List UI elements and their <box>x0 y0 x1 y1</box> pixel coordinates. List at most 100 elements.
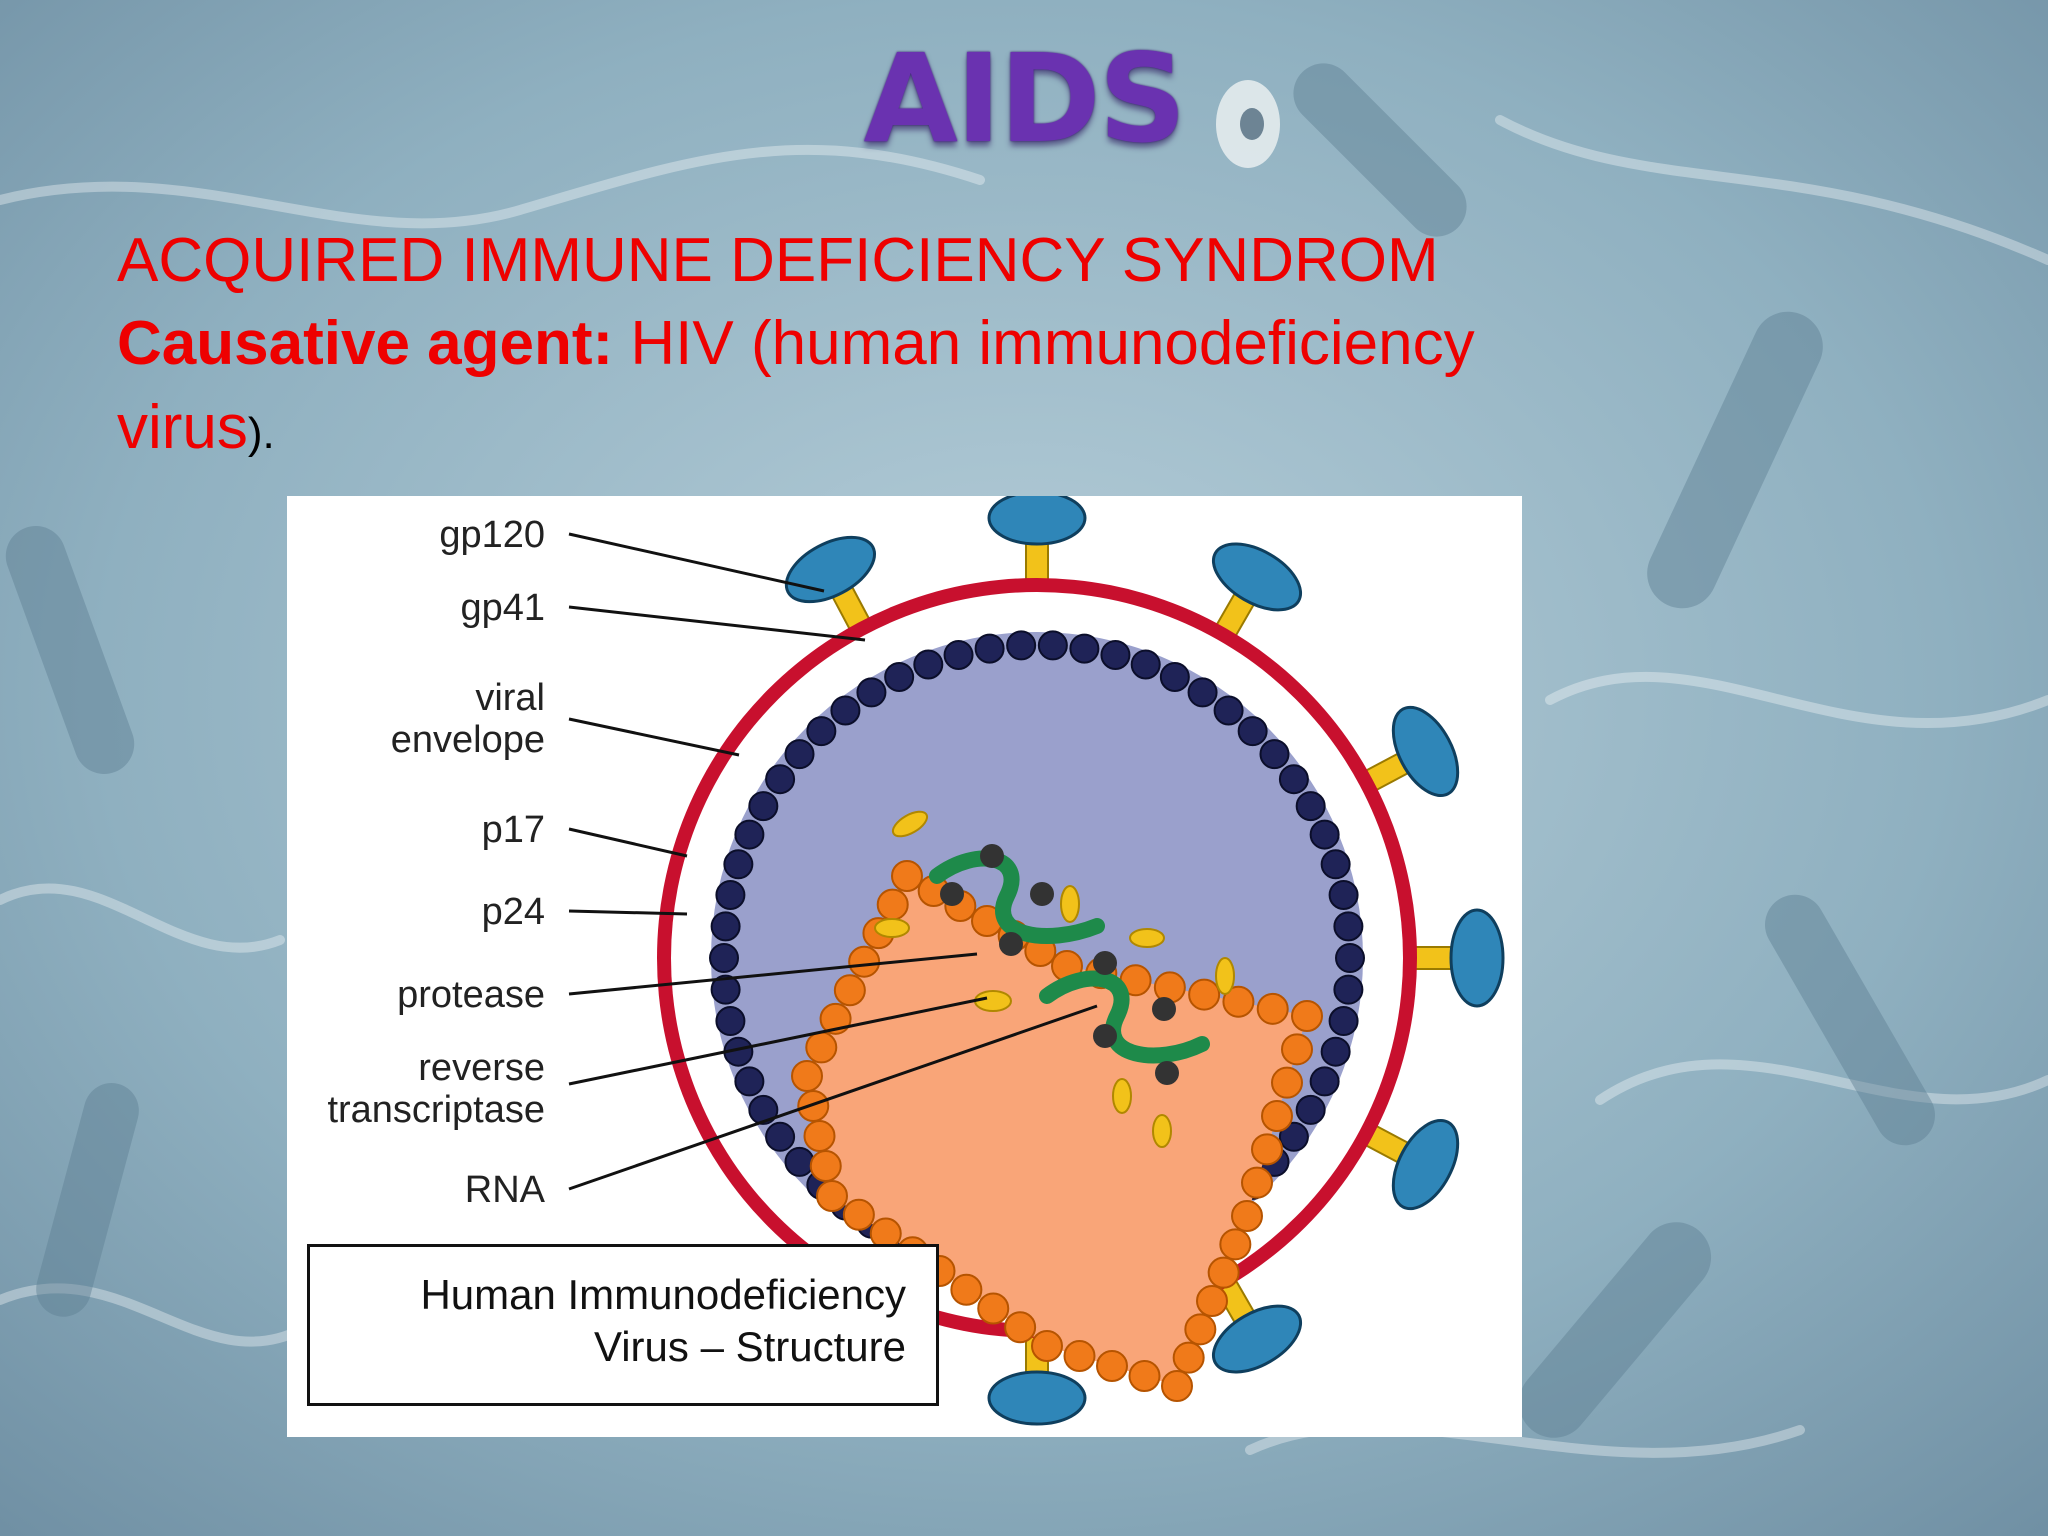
p17-bead <box>806 716 837 747</box>
causative-agent-label: Causative agent: <box>117 309 614 378</box>
protease-dot <box>1152 997 1176 1021</box>
p17-bead <box>765 1121 796 1152</box>
enzyme <box>891 810 929 838</box>
p24-bead <box>1153 971 1186 1004</box>
p24-bead <box>977 1292 1010 1325</box>
p17-bead <box>709 943 739 973</box>
protease-dot <box>1093 951 1117 975</box>
label-envelope: envelope <box>391 719 545 761</box>
p17-bead <box>784 1146 815 1177</box>
p17-bead <box>748 791 779 822</box>
p17-bead <box>1309 1066 1340 1097</box>
p17-bead <box>1159 661 1190 692</box>
p24-bead <box>891 860 923 892</box>
p24-bead <box>1222 985 1255 1018</box>
caption-line-2: Virus – Structure <box>593 1323 906 1370</box>
p24-bead <box>1063 1340 1096 1372</box>
p24-bead <box>1161 1370 1193 1402</box>
p24-bead <box>1207 1256 1240 1289</box>
spike <box>987 496 1087 587</box>
p17-bead <box>1320 1036 1351 1067</box>
p17-bead <box>748 1094 779 1125</box>
p24-bead <box>797 1090 830 1122</box>
p17-bead <box>1328 1006 1359 1037</box>
p24-bead <box>1261 1100 1293 1132</box>
p24-bead <box>950 1273 983 1306</box>
p17-bead <box>784 739 815 770</box>
protease-dot <box>1030 882 1054 906</box>
hiv-structure-diagram: gp120 gp41 viral envelope p17 p24 protea… <box>287 496 1522 1437</box>
p17-bead <box>943 639 974 670</box>
p17-bead <box>830 695 861 726</box>
figure-caption: Human Immunodeficiency Virus – Structure <box>307 1244 939 1406</box>
p17-bead <box>734 819 765 850</box>
p17-bead <box>1278 1121 1309 1152</box>
caption-line-1: Human Immunodeficiency <box>420 1271 906 1318</box>
label-rna: RNA <box>465 1169 546 1211</box>
p24-bead <box>809 1150 842 1182</box>
label-reverse: reverse <box>418 1047 545 1089</box>
rna-strand <box>1039 970 1210 1064</box>
protease-dot <box>999 932 1023 956</box>
p17-bead <box>715 879 746 910</box>
p24-bead <box>803 1120 836 1152</box>
label-gp120: gp120 <box>439 514 545 556</box>
p17-bead <box>1335 943 1365 973</box>
rna-strands <box>929 850 1210 1064</box>
p17-bead <box>974 633 1005 664</box>
gp120-cap <box>784 535 877 604</box>
label-p17: p17 <box>482 809 545 851</box>
p24-bead <box>1251 1133 1283 1166</box>
p24-bead <box>1256 992 1289 1025</box>
label-protease: protease <box>397 974 545 1016</box>
p24-bead <box>1271 1066 1303 1099</box>
p17-bead <box>1295 1094 1326 1125</box>
p17-bead <box>734 1066 765 1097</box>
p17-bead <box>913 649 944 680</box>
rna-strand <box>929 850 1105 944</box>
label-p24: p24 <box>482 891 545 933</box>
p24-bead <box>876 888 909 921</box>
p17-bead <box>1130 649 1161 680</box>
enzyme <box>874 918 910 938</box>
p24-bead <box>1291 1000 1323 1032</box>
p17-bead <box>856 677 887 708</box>
gp120-cap <box>987 496 1087 546</box>
p24-bead <box>805 1031 838 1064</box>
p24-bead <box>1096 1350 1128 1382</box>
p24-bead <box>1188 978 1221 1011</box>
p24-bead <box>1241 1166 1273 1199</box>
label-transcriptase: transcriptase <box>327 1089 545 1131</box>
p24-bead <box>848 945 881 978</box>
disease-full-name: ACQUIRED IMMUNE DEFICIENCY SYNDROM <box>117 226 1439 295</box>
causative-agent-line-2: virus). <box>117 392 275 463</box>
p17-bead <box>1237 716 1268 747</box>
p24-bead <box>1031 1330 1063 1362</box>
enzyme <box>1060 885 1080 923</box>
gp120-cap <box>1211 1304 1303 1374</box>
protease-dot <box>1093 1024 1117 1048</box>
p17-bead <box>1213 695 1244 726</box>
p24-bead <box>1184 1313 1217 1346</box>
p24-bead <box>842 1198 875 1231</box>
spike <box>987 1329 1087 1426</box>
gp120-cap <box>1449 908 1505 1008</box>
p17-bead <box>715 1006 746 1037</box>
hiv-virus-illustration: gp120 gp41 viral envelope p17 p24 protea… <box>327 496 1505 1426</box>
p17-bead <box>765 764 796 795</box>
p17-bead <box>1328 879 1359 910</box>
enzyme <box>1112 1078 1132 1114</box>
gp120-cap <box>987 1370 1087 1426</box>
p17-bead <box>1037 630 1068 661</box>
enzyme <box>1152 1114 1172 1148</box>
enzyme <box>1215 957 1235 995</box>
protease-dot <box>1155 1061 1179 1085</box>
p17-bead <box>723 849 754 880</box>
gp120-cap <box>1211 542 1303 612</box>
protease-group <box>940 844 1179 1085</box>
enzyme <box>1129 928 1165 948</box>
p17-bead <box>1320 849 1351 880</box>
p17-bead <box>710 974 741 1005</box>
p17-bead <box>1006 630 1037 661</box>
label-viral: viral <box>475 677 545 719</box>
